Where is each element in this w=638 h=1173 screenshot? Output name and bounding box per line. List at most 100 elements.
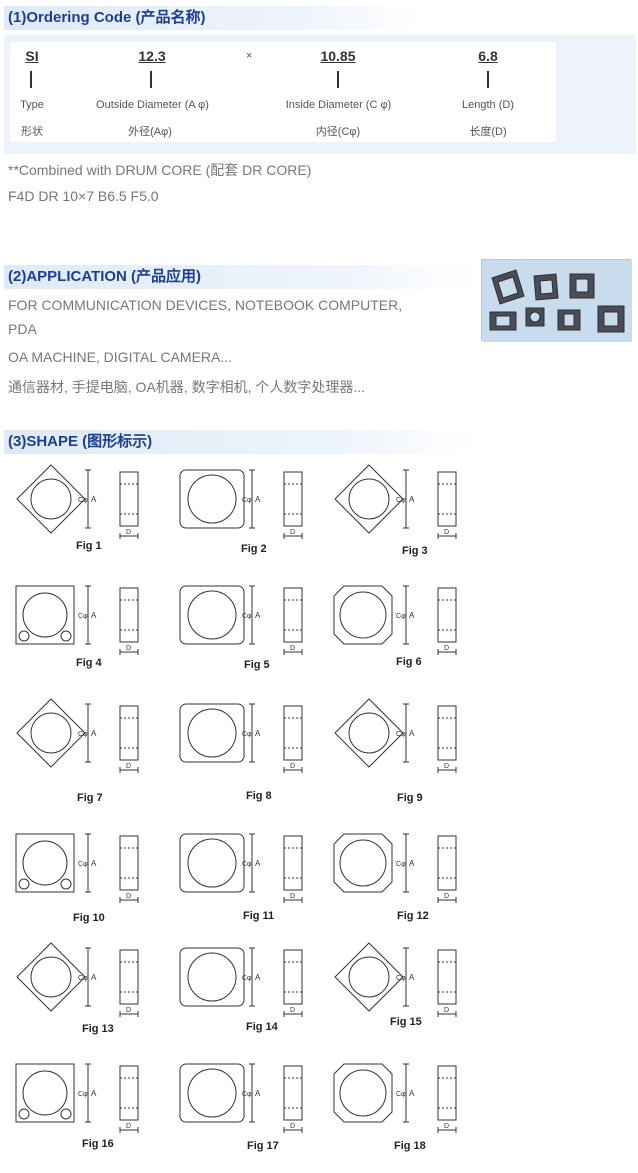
- svg-text:Cφ: Cφ: [78, 613, 88, 620]
- svg-text:A: A: [255, 611, 261, 620]
- code-type-value: SI: [25, 48, 39, 64]
- svg-text:D: D: [444, 1007, 449, 1014]
- svg-text:D: D: [444, 529, 449, 536]
- svg-text:Cφ: Cφ: [242, 731, 252, 738]
- code-length-label: Length (D): [462, 99, 514, 111]
- shape-heading: (3)SHAPE (图形标示): [4, 430, 476, 454]
- svg-text:Cφ: Cφ: [242, 613, 252, 620]
- figure-label: Fig 7: [77, 792, 103, 804]
- svg-text:D: D: [126, 763, 131, 770]
- code-length-tick: [487, 71, 489, 88]
- svg-text:A: A: [255, 495, 261, 504]
- svg-text:Cφ: Cφ: [396, 975, 406, 982]
- figure-label: Fig 9: [397, 792, 423, 804]
- svg-text:Cφ: Cφ: [78, 975, 88, 982]
- svg-text:Cφ: Cφ: [242, 497, 252, 504]
- combined-note: **Combined with DRUM CORE (配套 DR CORE): [8, 162, 312, 178]
- svg-text:D: D: [126, 893, 131, 900]
- application-line-1: FOR COMMUNICATION DEVICES, NOTEBOOK COMP…: [8, 297, 403, 313]
- figure-label: Fig 2: [241, 543, 267, 555]
- svg-text:A: A: [91, 1089, 97, 1098]
- figure-label: Fig 4: [76, 657, 102, 669]
- svg-text:A: A: [255, 973, 261, 982]
- code-inside-diameter-label: Inside Diameter (C φ): [285, 99, 392, 111]
- code-inside-diameter-tick: [337, 71, 339, 88]
- svg-text:D: D: [290, 763, 295, 770]
- svg-text:A: A: [409, 973, 415, 982]
- svg-text:D: D: [290, 893, 295, 900]
- svg-text:D: D: [290, 529, 295, 536]
- svg-text:A: A: [409, 1089, 415, 1098]
- svg-text:A: A: [91, 729, 97, 738]
- application-line-2: PDA: [8, 321, 37, 337]
- svg-text:A: A: [255, 859, 261, 868]
- svg-text:Cφ: Cφ: [396, 497, 406, 504]
- code-outside-diameter-label: Outside Diameter (A φ): [96, 99, 209, 111]
- figure-label: Fig 14: [246, 1021, 278, 1033]
- figure-label: Fig 5: [244, 659, 270, 671]
- svg-text:A: A: [255, 1089, 261, 1098]
- svg-text:D: D: [290, 1007, 295, 1014]
- code-inside-diameter-label-cn: 内径(Cφ): [315, 126, 361, 138]
- svg-text:Cφ: Cφ: [396, 613, 406, 620]
- application-line-3: OA MACHINE, DIGITAL CAMERA...: [8, 349, 233, 365]
- svg-text:A: A: [409, 611, 415, 620]
- core-product-photo: [481, 259, 632, 342]
- svg-text:A: A: [409, 729, 415, 738]
- svg-text:D: D: [126, 1007, 131, 1014]
- figure-label: Fig 10: [73, 912, 105, 924]
- code-type-tick: [30, 71, 32, 88]
- svg-text:A: A: [409, 495, 415, 504]
- figure-label: Fig 16: [82, 1138, 114, 1150]
- code-type-label: Type: [20, 99, 44, 111]
- figure-label: Fig 18: [394, 1140, 426, 1152]
- svg-text:Cφ: Cφ: [78, 731, 88, 738]
- svg-text:A: A: [91, 495, 97, 504]
- svg-text:D: D: [126, 1123, 131, 1130]
- svg-text:A: A: [409, 859, 415, 868]
- svg-text:D: D: [126, 529, 131, 536]
- svg-text:Cφ: Cφ: [396, 1091, 406, 1098]
- code-outside-diameter-label-cn: 外径(Aφ): [128, 126, 172, 138]
- figure-label: Fig 17: [247, 1140, 279, 1152]
- svg-text:A: A: [91, 611, 97, 620]
- code-inside-diameter-value: 10.85: [320, 48, 356, 64]
- svg-text:Cφ: Cφ: [396, 861, 406, 868]
- ordering-code-box: [10, 42, 556, 142]
- drum-core-code: F4D DR 10×7 B6.5 F5.0: [8, 188, 159, 204]
- code-type-label-cn: 形状: [21, 126, 43, 138]
- figure-label: Fig 8: [246, 790, 272, 802]
- svg-text:D: D: [444, 645, 449, 652]
- svg-text:D: D: [444, 893, 449, 900]
- figure-label: Fig 6: [396, 656, 422, 668]
